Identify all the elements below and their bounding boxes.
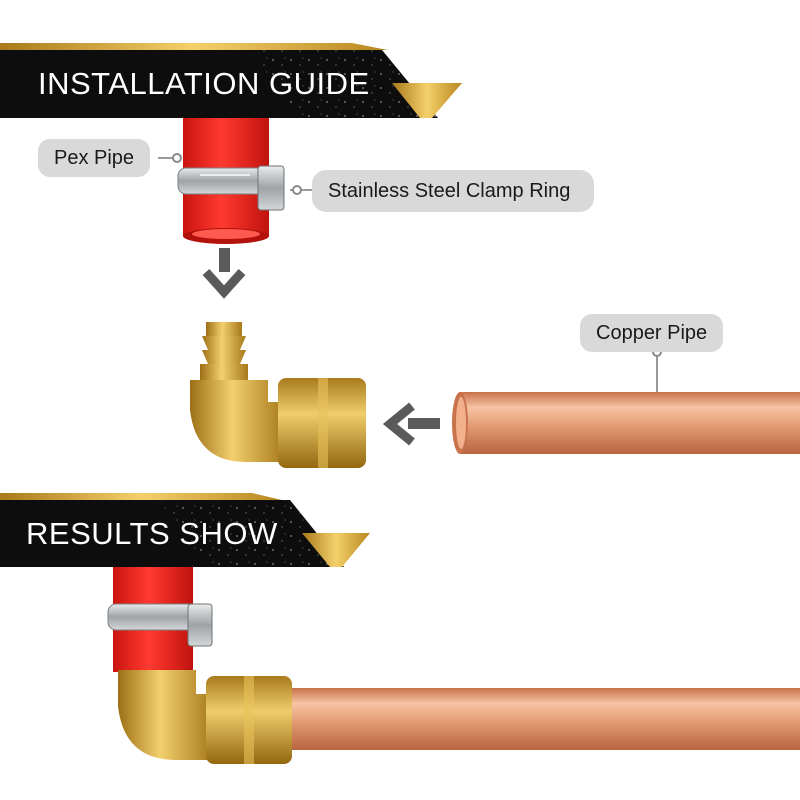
brass-elbow-fitting: [190, 322, 366, 468]
results-show-title: RESULTS SHOW: [26, 516, 278, 551]
stainless-clamp-ring: [177, 165, 285, 211]
installation-guide-title: INSTALLATION GUIDE: [38, 66, 370, 101]
copper-pipe: [452, 392, 800, 454]
banner-gold-top: [0, 493, 282, 500]
banner-sparkle: [160, 500, 344, 567]
assembled-copper-pipe: [288, 688, 800, 750]
banner-sparkle: [250, 50, 438, 118]
assembled-clamp-ring: [107, 603, 213, 647]
pex-callout-dot: [172, 153, 182, 163]
copper-pipe-callout: Copper Pipe: [580, 314, 724, 352]
banner-gold-tail: [302, 533, 370, 567]
banner-gold-top: [0, 43, 388, 50]
installation-guide-banner: [0, 43, 462, 118]
left-arrow-icon: [382, 402, 440, 446]
pex-pipe-callout: Pex Pipe: [38, 139, 151, 177]
clamp-ring-callout: Stainless Steel Clamp Ring: [312, 170, 594, 212]
banner-gold-tail: [392, 83, 462, 118]
down-arrow-icon: [202, 248, 246, 299]
clamp-callout-dot: [292, 185, 302, 195]
assembled-brass-elbow: [118, 670, 292, 764]
results-show-banner: [0, 493, 370, 567]
